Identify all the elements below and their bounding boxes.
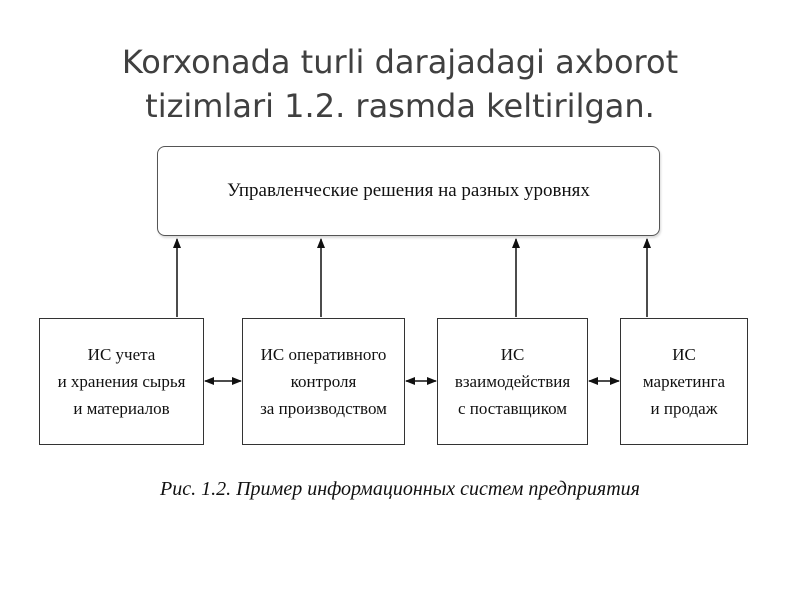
system-box-line: за производством [260,399,387,418]
system-box-production-control: ИС оперативного контроля за производство… [242,318,405,445]
system-box-line: ИС оперативного [260,345,387,364]
system-box-line: с поставщиком [457,399,568,418]
system-box-line: и хранения сырья [57,372,186,391]
system-box-line: ИС учета [87,345,156,364]
slide-title: Korxonada turli darajadagi axborot tizim… [0,40,800,128]
system-box-line: маркетинга [642,372,726,391]
figure-caption: Рис. 1.2. Пример информационных систем п… [160,478,640,500]
system-box-marketing-sales: ИС маркетинга и продаж [620,318,748,445]
management-decisions-box: Управленческие решения на разных уровнях [157,146,660,236]
system-box-line: контроля [290,372,357,391]
slide-title-line-2: tizimlari 1.2. rasmda keltirilgan. [145,87,655,125]
slide-title-line-1: Korxonada turli darajadagi axborot [121,43,679,81]
system-box-line: ИС [672,345,696,364]
system-box-line: взаимодействия [454,372,571,391]
system-box-line: и продаж [650,399,718,418]
management-decisions-label: Управленческие решения на разных уровнях [227,180,590,201]
system-box-accounting: ИС учета и хранения сырья и материалов [39,318,204,445]
system-box-supplier-interaction: ИС взаимодействия с поставщиком [437,318,588,445]
system-box-line: и материалов [73,399,170,418]
system-box-line: ИС [500,345,525,364]
